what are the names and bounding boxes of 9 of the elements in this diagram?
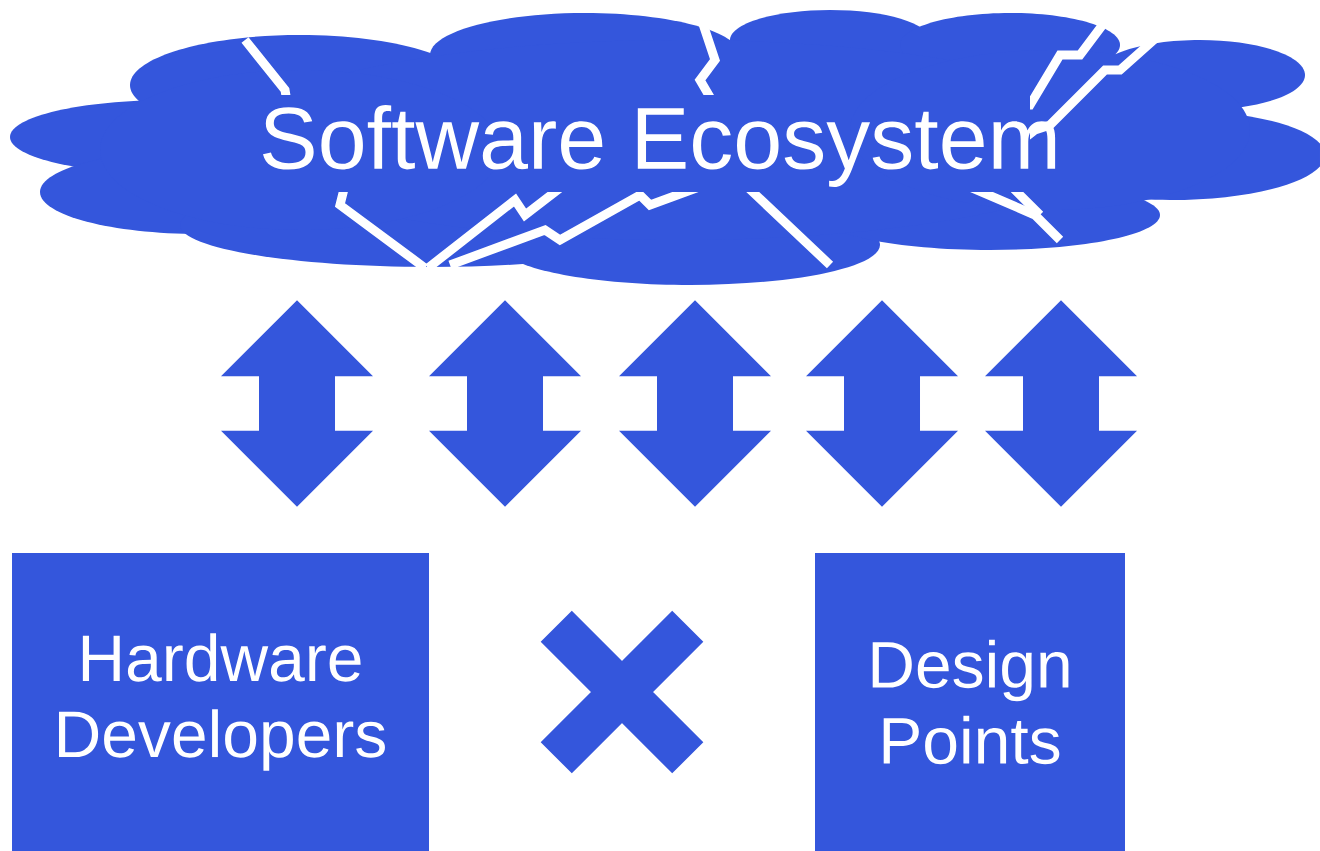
text-box: Design Points bbox=[815, 553, 1125, 851]
double-arrow bbox=[221, 300, 373, 507]
double-arrow bbox=[619, 300, 771, 507]
cloud: Software Ecosystem bbox=[10, 10, 1320, 285]
double-arrow bbox=[985, 300, 1137, 507]
text-box: Hardware Developers bbox=[12, 553, 429, 851]
double-arrow bbox=[806, 300, 958, 507]
double-arrow bbox=[429, 300, 581, 507]
multiplication-sign bbox=[540, 610, 704, 774]
